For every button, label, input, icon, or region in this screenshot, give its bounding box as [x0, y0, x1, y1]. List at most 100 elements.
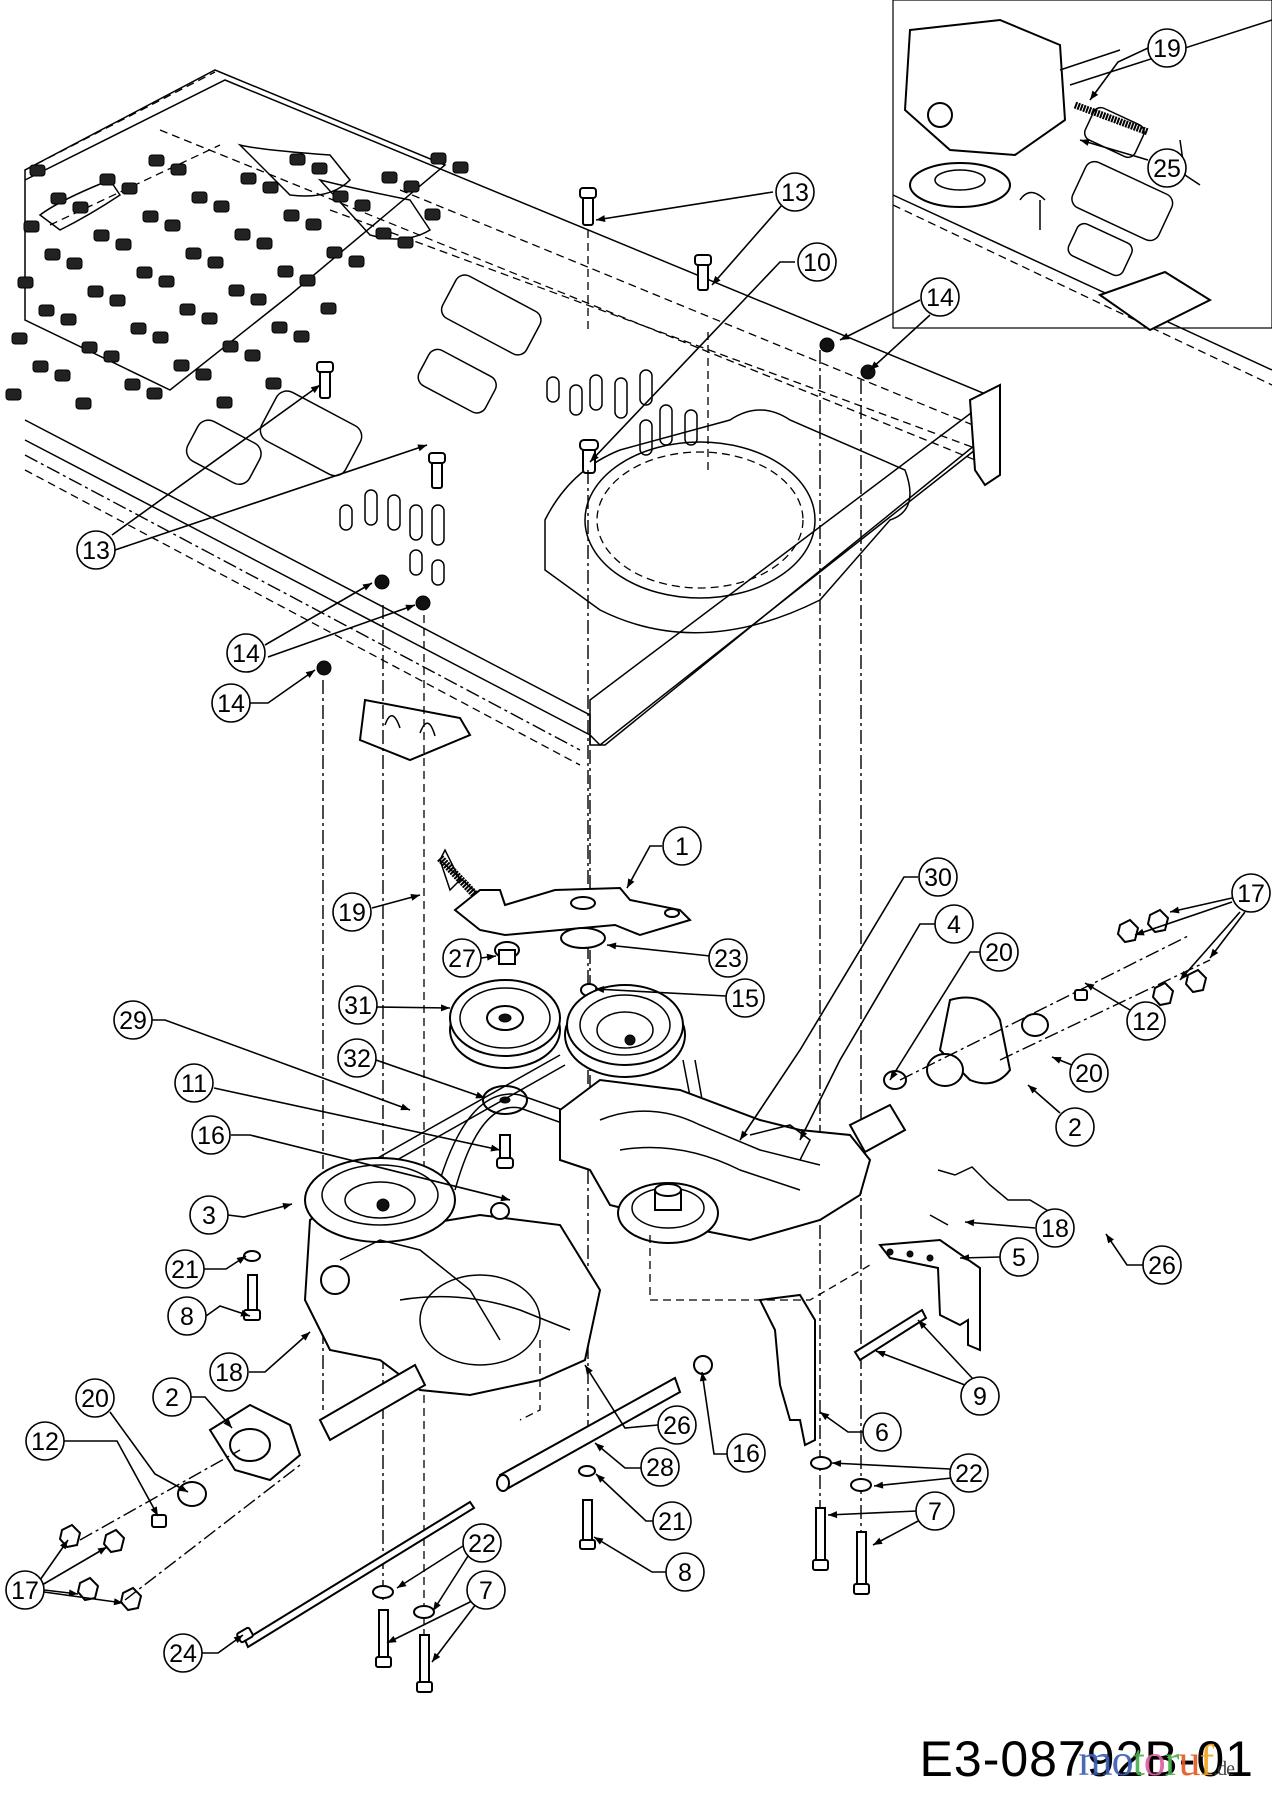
- arrowhead-icon: [240, 1309, 250, 1317]
- leader-line: [606, 944, 711, 957]
- checker-hole: [66, 257, 83, 270]
- vent-slots: [339, 369, 698, 586]
- arrowhead-icon: [282, 1202, 292, 1210]
- arrowhead-icon: [1085, 983, 1095, 991]
- arrowhead-icon: [585, 1365, 593, 1375]
- callout-label: 25: [1153, 155, 1181, 183]
- arrowhead-icon: [840, 332, 850, 340]
- callout-circle: [726, 1433, 766, 1473]
- leader-line: [231, 1134, 511, 1201]
- arrowhead-icon: [68, 1589, 78, 1597]
- checker-hole: [81, 341, 98, 354]
- leader-line: [594, 988, 727, 997]
- checker-hole: [262, 181, 279, 194]
- callout-8: 8: [593, 1536, 705, 1592]
- callout-circle: [949, 1453, 989, 1493]
- callout-16: 16: [191, 1115, 511, 1202]
- callout-20: 20: [75, 1378, 189, 1493]
- arrowhead-icon: [178, 1484, 188, 1492]
- leader-line: [701, 1371, 727, 1455]
- callout-label: 22: [468, 1530, 496, 1558]
- arrowhead-icon: [873, 1537, 883, 1545]
- leader-line: [250, 669, 316, 704]
- callout-circle: [1142, 1245, 1182, 1285]
- callout-circle: [657, 1405, 697, 1445]
- checker-hole: [103, 350, 120, 363]
- callout-label: 13: [82, 537, 110, 565]
- leader-line: [1105, 1233, 1143, 1266]
- checker-hole: [311, 162, 328, 175]
- fasteners: [316, 187, 876, 676]
- spring-19: [437, 855, 483, 903]
- checker-hole: [403, 180, 420, 193]
- checker-hole: [195, 368, 212, 381]
- callout-circle: [462, 1523, 502, 1563]
- callout-label: 6: [875, 1419, 889, 1447]
- arrowhead-icon: [486, 953, 496, 961]
- callout-27: 27: [442, 938, 497, 978]
- inset-fan: [909, 162, 1011, 208]
- arrowhead-icon: [97, 1547, 107, 1555]
- checker-hole: [354, 199, 371, 212]
- callout-7: 7: [386, 1570, 506, 1663]
- callout-circle: [25, 1421, 65, 1461]
- idler-assembly: [437, 848, 692, 1169]
- arrowhead-icon: [223, 1418, 232, 1428]
- leader-line: [1169, 897, 1233, 913]
- arrowhead-icon: [1135, 928, 1145, 936]
- callout-label: 19: [338, 899, 366, 927]
- callout-label: 14: [217, 690, 245, 718]
- leader-line: [386, 1600, 473, 1644]
- arrowhead-icon: [490, 1144, 500, 1152]
- bolt-7-right-b: [856, 1531, 867, 1591]
- callout-circle: [999, 1237, 1039, 1277]
- leader-line: [873, 1477, 953, 1487]
- washer-20-right: [1021, 1013, 1049, 1037]
- callout-18: 18: [209, 1331, 311, 1392]
- checker-hole: [191, 191, 208, 204]
- arrowhead-icon: [800, 1130, 808, 1140]
- arrowhead-icon: [1210, 948, 1219, 958]
- callout-24: 24: [163, 1633, 244, 1673]
- checker-hole: [320, 302, 337, 315]
- nuts-17-right: [1116, 908, 1208, 1007]
- checker-hole: [158, 275, 175, 288]
- callout-circle: [5, 1570, 45, 1610]
- leader-line: [875, 1350, 966, 1386]
- callout-label: 12: [31, 1428, 59, 1456]
- bolt-7-left-b: [419, 1634, 430, 1688]
- callout-circle: [640, 1447, 680, 1487]
- drawing-number: E3-08792B-01: [919, 1731, 1254, 1787]
- bolt-13-a: [579, 187, 597, 226]
- checker-hole: [146, 387, 163, 400]
- callout-label: 20: [985, 939, 1013, 967]
- leader-line: [595, 191, 774, 221]
- callout-circle: [1055, 1107, 1095, 1147]
- arrowhead-icon: [832, 1459, 842, 1467]
- callout-circle: [652, 1501, 692, 1541]
- arrowhead-icon: [310, 385, 320, 394]
- leader-line: [111, 384, 321, 536]
- leader-line: [1089, 47, 1149, 101]
- callout-2: 2: [152, 1377, 233, 1429]
- callout-circle: [920, 277, 960, 317]
- checker-hole: [332, 190, 349, 203]
- arrowhead-icon: [475, 1091, 485, 1099]
- checker-hole: [216, 396, 233, 409]
- checker-hole: [130, 322, 147, 335]
- checker-hole: [23, 220, 40, 233]
- callout-circle: [979, 932, 1019, 972]
- leader-line: [711, 204, 783, 286]
- watermark-letter: r: [1164, 1736, 1180, 1785]
- callout-label: 1: [675, 833, 689, 861]
- leader-line: [41, 1546, 108, 1586]
- bolt-13-d: [428, 452, 446, 489]
- callout-label: 21: [171, 1256, 199, 1284]
- leader-line: [1209, 911, 1246, 959]
- callout-label: 11: [181, 1070, 207, 1098]
- checker-hole: [72, 201, 89, 214]
- watermark-letter: f: [1199, 1736, 1214, 1785]
- clip-18: [929, 1214, 949, 1226]
- checker-hole: [109, 294, 126, 307]
- callout-17: 17: [1134, 873, 1271, 981]
